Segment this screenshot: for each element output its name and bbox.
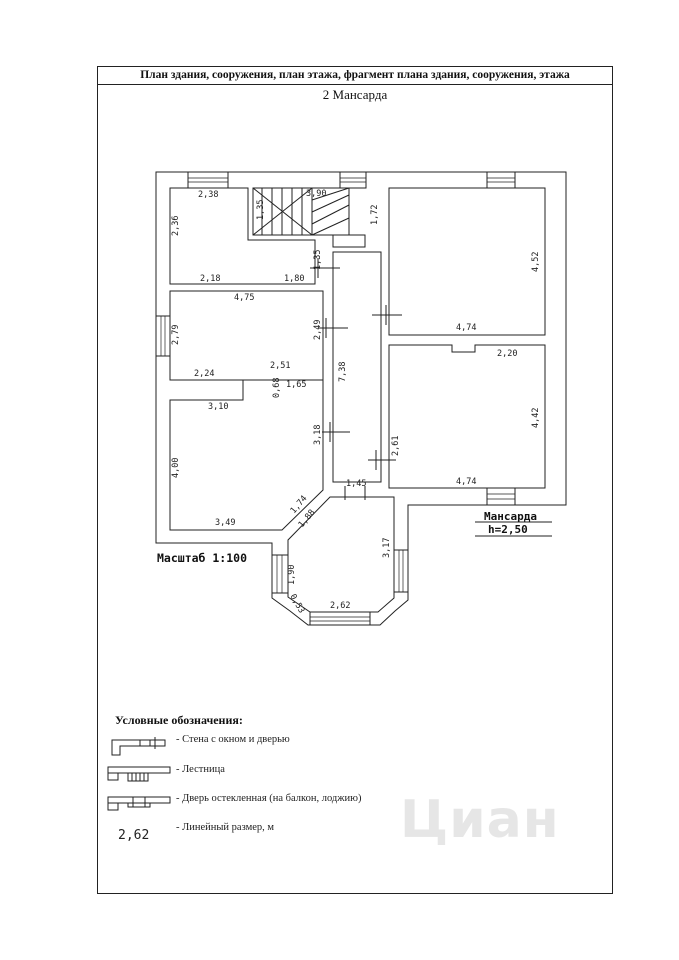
sheet-header: План здания, сооружения, план этажа, фра…	[98, 67, 612, 85]
dim-label: 2,18	[200, 274, 220, 284]
dim-label: 2,20	[497, 349, 517, 359]
level-name: Мансарда	[484, 510, 537, 523]
dim-label: 7,38	[338, 362, 348, 382]
dim-label: 2,38	[198, 190, 218, 200]
dim-label: 2,51	[270, 361, 290, 371]
window	[187, 171, 229, 189]
watermark-logo: Циан	[400, 790, 560, 850]
legend-item-stair: - Лестница	[176, 764, 225, 775]
dim-label: 2,36	[171, 216, 181, 236]
dim-label: 2,49	[313, 320, 323, 340]
stair	[252, 187, 350, 236]
floor-label: 2 Мансарда	[322, 87, 388, 102]
legend-title: Условные обозначения:	[115, 713, 243, 727]
legend-wall-icon	[111, 739, 166, 756]
plan-sheet: План здания, сооружения, план этажа, фра…	[97, 66, 613, 894]
legend-stair-icon	[107, 766, 171, 774]
dim-label: 2,61	[391, 436, 401, 456]
legend-door-icon	[107, 796, 171, 804]
dim-label: 4,75	[234, 293, 254, 303]
dim-label: 1,80	[284, 274, 304, 284]
stair-line	[311, 194, 350, 213]
dim-label: 3,10	[208, 402, 228, 412]
dim-label: 4,52	[531, 252, 541, 272]
room-bottom-right	[388, 344, 546, 489]
dim-label: 3,17	[382, 538, 392, 558]
stair-line	[311, 217, 350, 236]
legend-sample-dimension: 2,62	[118, 828, 150, 843]
outer-wall	[155, 171, 567, 626]
room-top-left	[169, 187, 316, 285]
dim-label: 4,00	[171, 458, 181, 478]
scale-label: Масштаб 1:100	[157, 551, 248, 565]
legend-item-wall: - Стена с окном и дверью	[176, 734, 290, 745]
dim-label: 1,35	[313, 250, 323, 270]
stair-line	[311, 187, 350, 201]
level-height: h=2,50	[488, 523, 528, 536]
window	[339, 171, 367, 189]
room-top-right	[388, 187, 546, 336]
window	[486, 171, 516, 189]
legend-item-dimension: - Линейный размер, м	[176, 822, 275, 833]
window	[393, 549, 409, 593]
dim-label: 3,90	[306, 189, 326, 199]
dim-label: 1,65	[286, 380, 306, 390]
room-bottom-left	[169, 379, 324, 531]
dim-label: 1,90	[287, 565, 297, 585]
legend-item-door: - Дверь остекленная (на балкон, лоджию)	[176, 793, 362, 804]
dim-label: 2,24	[194, 369, 214, 379]
dim-label: 4,74	[456, 477, 476, 487]
window	[486, 487, 516, 506]
dim-label: 3,49	[215, 518, 235, 528]
room-mid-left	[169, 290, 324, 381]
dim-label: 1,72	[370, 205, 380, 225]
legend-symbols	[107, 737, 171, 811]
dim-label: 1,45	[346, 479, 366, 489]
dim-label: 0,68	[272, 378, 282, 398]
dim-label: 2,62	[330, 601, 350, 611]
landing	[332, 234, 366, 248]
dim-label: 0,53	[287, 593, 306, 616]
window	[271, 554, 289, 594]
stair-line	[311, 204, 350, 225]
dim-label: 3,18	[313, 425, 323, 445]
corridor	[332, 251, 382, 483]
dim-label: 2,79	[171, 325, 181, 345]
window	[155, 315, 171, 357]
dim-label: 4,42	[531, 408, 541, 428]
dim-label: 1,35	[256, 200, 266, 220]
window	[309, 611, 371, 626]
dim-label: 4,74	[456, 323, 476, 333]
